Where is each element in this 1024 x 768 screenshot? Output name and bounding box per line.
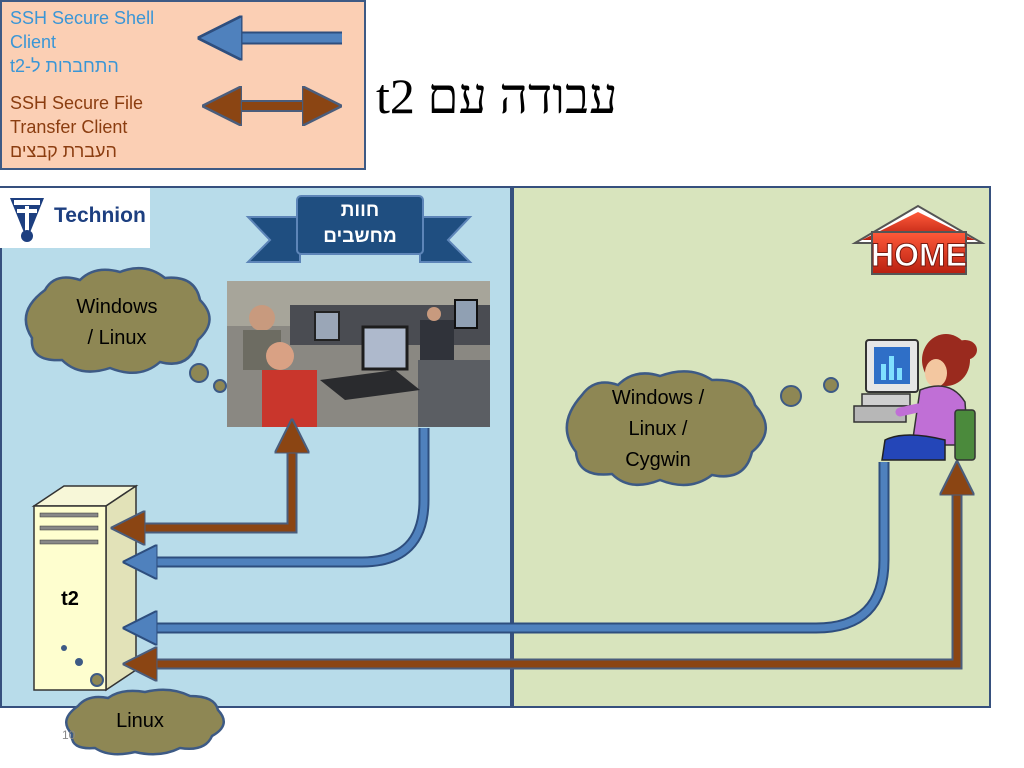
legend-sftp-line2: Transfer Client	[10, 117, 128, 137]
computer-farm-label-line1: חוות	[340, 200, 380, 221]
computer-farm-banner	[245, 195, 473, 263]
lab-os-line2: / Linux	[87, 327, 147, 349]
computer-lab-photo	[227, 281, 490, 427]
home-user-illustration	[853, 334, 977, 461]
lab-os-cloud	[24, 266, 227, 393]
page-number: 10	[62, 728, 76, 742]
technion-logo-text: Technion	[54, 204, 146, 227]
technion-logo: Technion	[0, 188, 150, 248]
server-label: t2	[61, 588, 79, 610]
legend-sftp-line1: SSH Secure File	[10, 93, 144, 113]
legend-ssh-line2: Client	[10, 32, 57, 52]
home-sign-icon	[851, 204, 986, 275]
sftp-lab-server-arrow	[128, 436, 292, 528]
technion-emblem-icon	[10, 198, 44, 242]
home-os-label: Windows / Linux / Cygwin	[583, 383, 733, 476]
legend-ssh-hebrew: התחברות ל-t2	[10, 56, 119, 76]
home-sign-text: HOME	[871, 237, 967, 273]
lab-os-label: Windows / Linux	[42, 292, 192, 354]
ssh-lab-server-arrow	[140, 428, 430, 562]
lab-os-line1: Windows	[76, 296, 158, 318]
t2-server-icon	[31, 484, 139, 692]
page-title: עבודה עם t2	[376, 68, 618, 124]
computer-farm-label: חוות מחשבים	[298, 198, 422, 250]
legend-box	[0, 0, 366, 170]
sftp-home-server-arrow	[140, 478, 957, 664]
server-os-cloud	[65, 673, 225, 756]
home-os-line1: Windows /	[611, 387, 705, 409]
server-os-label: Linux	[90, 706, 190, 737]
legend-ssh-line1: SSH Secure Shell	[10, 8, 155, 28]
ssh-home-server-arrow	[140, 462, 890, 628]
home-os-line3: Cygwin	[625, 449, 691, 471]
computer-farm-label-line2: מחשבים	[323, 226, 397, 247]
legend-ssh-text: SSH Secure Shell Client התחברות ל-t2	[10, 6, 154, 78]
home-os-line2: Linux /	[628, 418, 688, 440]
legend-sftp-hebrew: העברת קבצים	[10, 141, 117, 161]
server-os-line1: Linux	[116, 710, 164, 732]
legend-sftp-text: SSH Secure File Transfer Client העברת קב…	[10, 91, 143, 163]
